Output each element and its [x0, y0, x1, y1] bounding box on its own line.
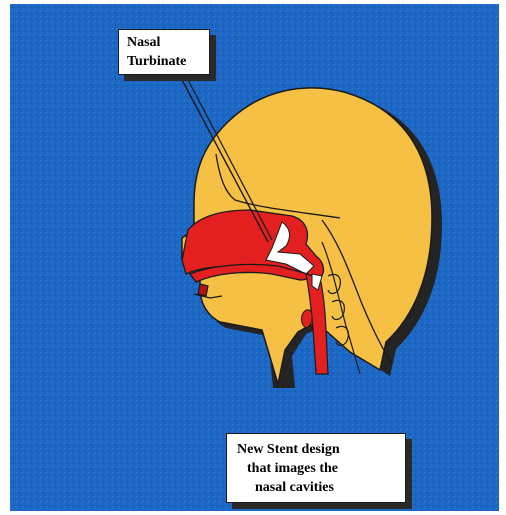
nasal-turbinate-line-1: Nasal	[127, 33, 209, 52]
mouth	[198, 284, 208, 296]
stent-caption-line-1: New Stent design	[237, 440, 405, 459]
stent-caption-line-2: that images the	[237, 459, 405, 478]
stent-caption-line-3: nasal cavities	[237, 478, 405, 497]
diagram-panel: Nasal Turbinate New Stent design that im…	[10, 4, 499, 511]
nasal-turbinate-label: Nasal Turbinate	[118, 29, 210, 75]
stent-caption: New Stent design that images the nasal c…	[226, 433, 406, 503]
nasal-turbinate-line-2: Turbinate	[127, 52, 209, 71]
